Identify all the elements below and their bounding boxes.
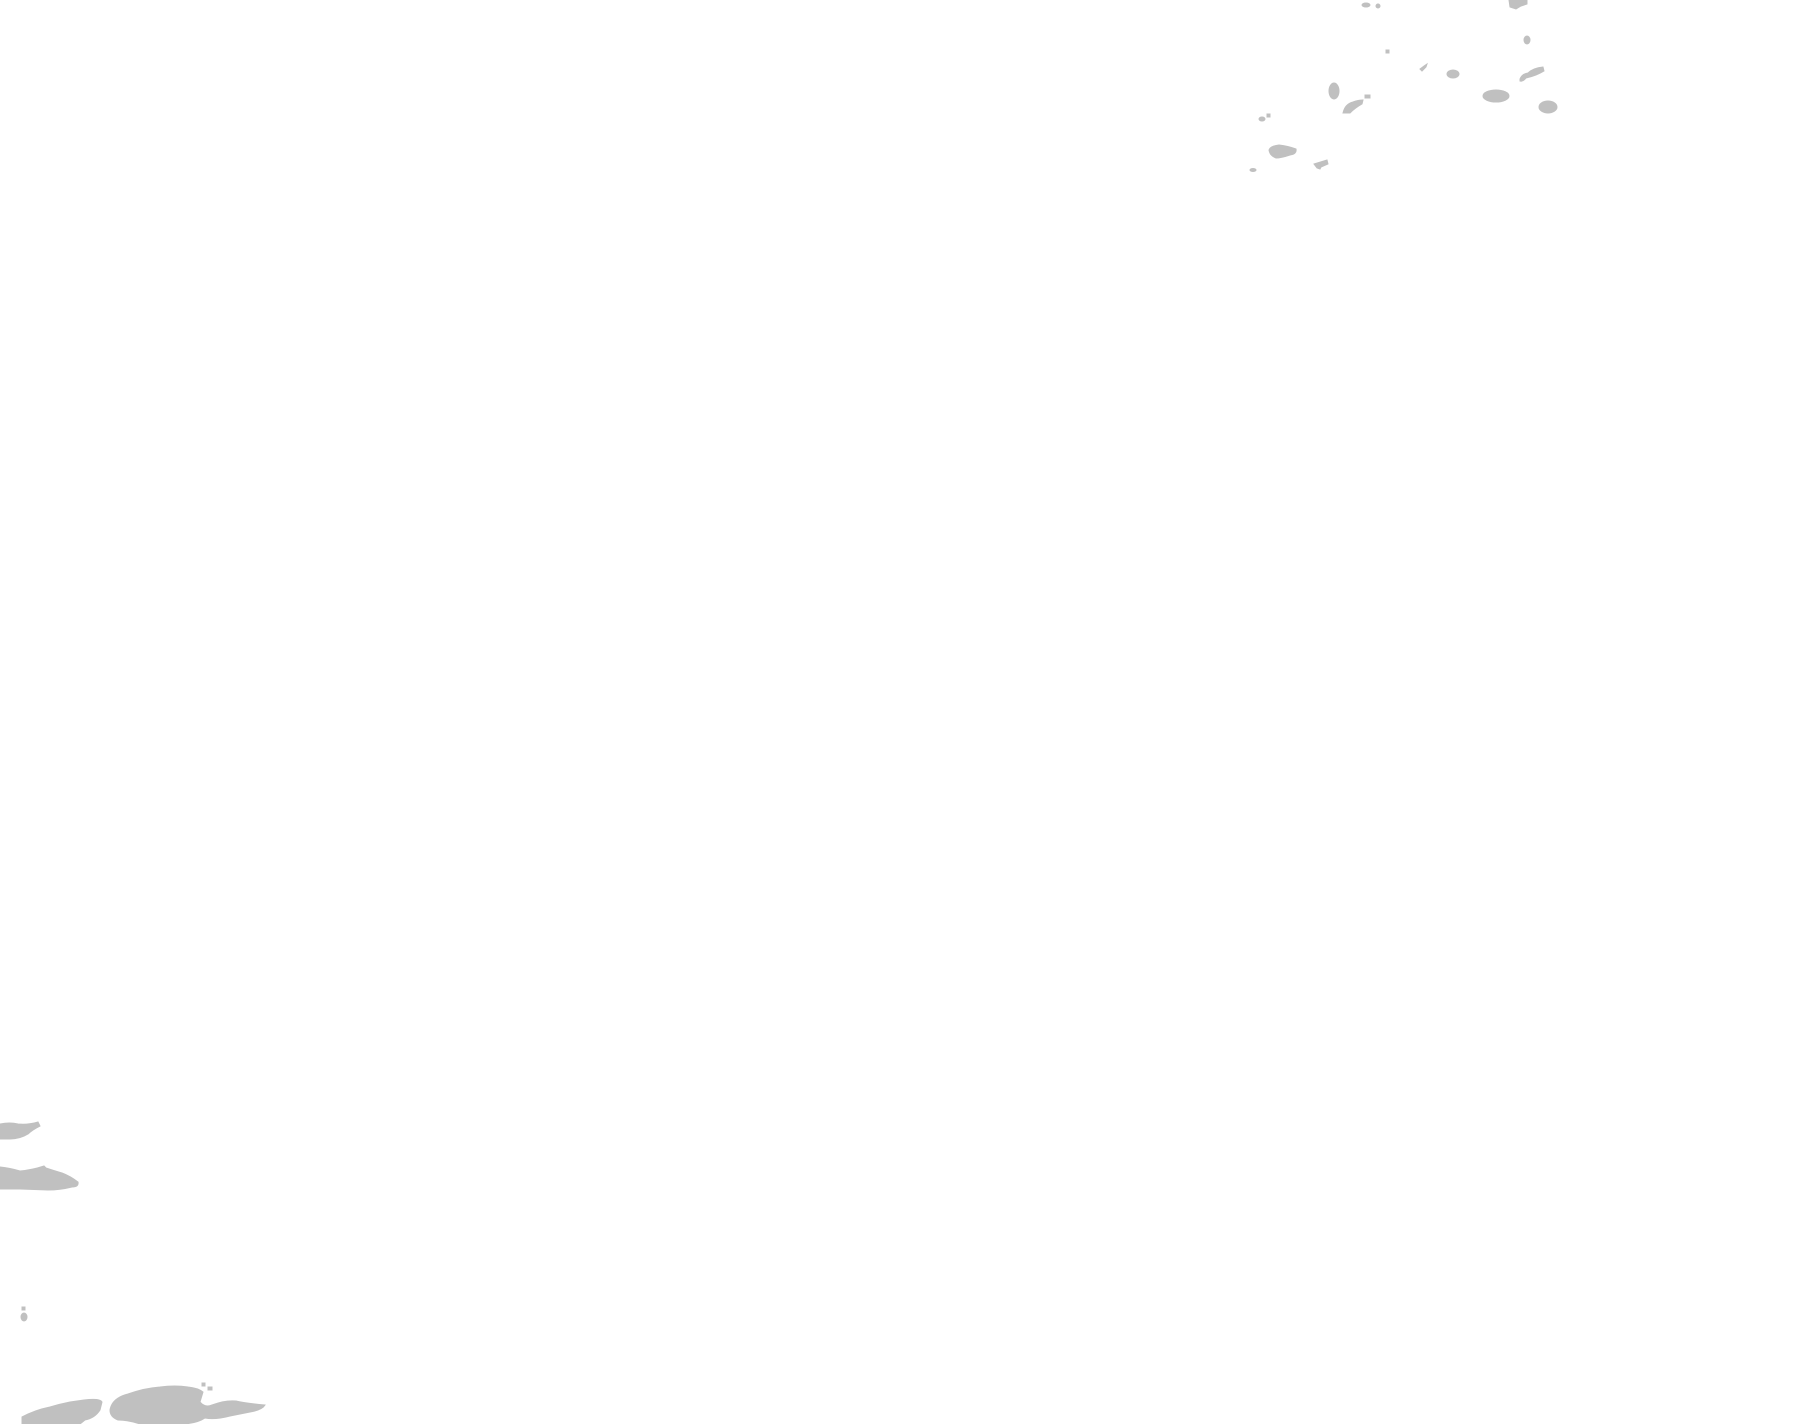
island	[1385, 49, 1390, 54]
island	[1258, 116, 1266, 122]
island	[0, 1165, 79, 1191]
island	[1523, 35, 1531, 45]
island-group-southwest	[0, 1121, 266, 1424]
island	[1364, 94, 1371, 99]
island	[1266, 113, 1271, 118]
island-group-northeast	[1249, 0, 1558, 172]
island	[1538, 100, 1558, 114]
island	[20, 1312, 28, 1322]
island	[1419, 62, 1428, 72]
island	[1328, 82, 1340, 100]
island	[21, 1398, 103, 1424]
island	[1519, 66, 1545, 82]
island	[207, 1386, 213, 1391]
island	[1313, 159, 1329, 170]
island	[1446, 69, 1460, 79]
island	[1342, 99, 1364, 114]
island	[1361, 2, 1371, 8]
island	[21, 1306, 26, 1311]
island	[1249, 168, 1257, 172]
island	[1268, 144, 1297, 159]
island	[1508, 0, 1528, 10]
island	[1375, 3, 1381, 9]
island	[0, 1121, 41, 1140]
island	[201, 1382, 206, 1387]
island	[1482, 89, 1510, 103]
